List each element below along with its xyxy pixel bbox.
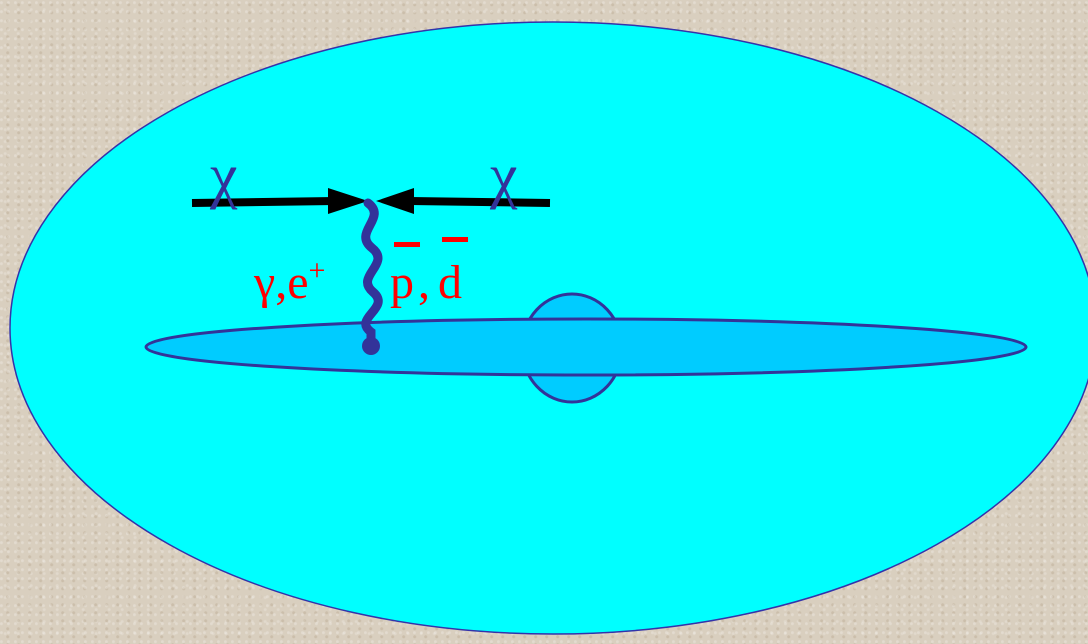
antideuteron-bar [442,237,468,242]
antiproton-bar [394,242,420,247]
chi-label-right: χ [489,142,518,210]
right-arrow-shaft [409,197,551,207]
antideuteron-label: d [438,256,462,309]
comma-label: , [418,256,430,309]
gamma-positron-text: γ,e [253,256,309,309]
wavy-end-dot [362,337,380,355]
wavy-products-line [361,198,383,350]
gamma-positron-label: γ,e+ [253,254,325,309]
chi-label-left: χ [209,142,238,210]
left-arrow-shaft [191,197,336,207]
antiproton-label: p [390,256,414,309]
antiparticle-labels: p , d [390,237,468,309]
left-arrowhead [328,188,368,214]
positron-sup: + [309,254,326,287]
right-arrowhead [376,188,414,214]
annihilation-arrows [191,188,551,214]
